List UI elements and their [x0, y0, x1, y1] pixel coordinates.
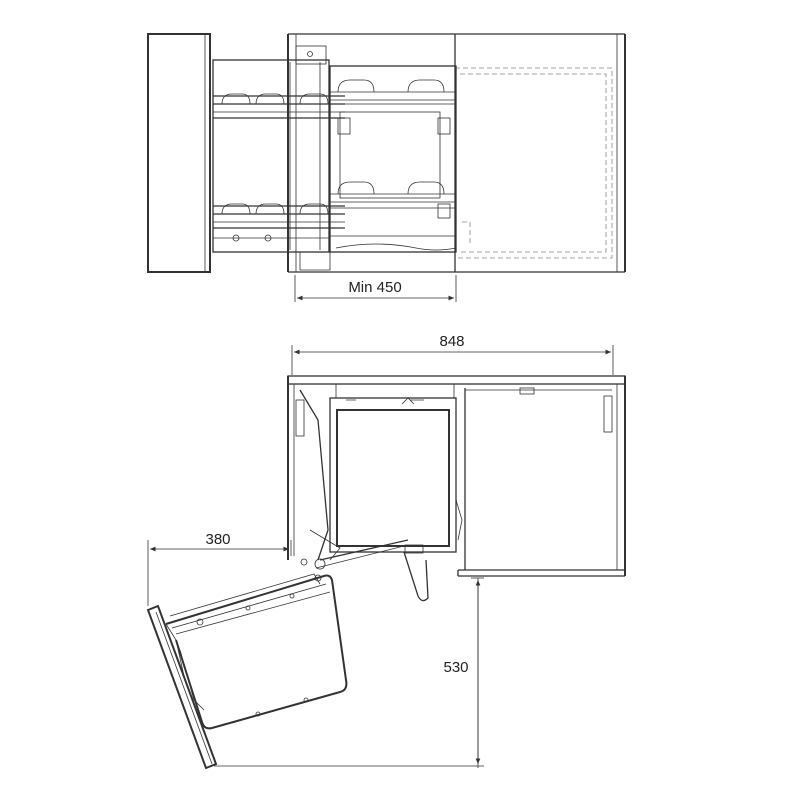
- swing-reach-dimension: 380: [147, 531, 292, 606]
- front-elevation-view: Min 450: [147, 33, 626, 302]
- width-label: 848: [439, 333, 464, 350]
- upper-basket-left: [213, 93, 345, 119]
- plan-view: 848: [146, 333, 626, 770]
- cabinet-body: [287, 33, 626, 273]
- lower-basket-left: [213, 203, 345, 242]
- opening-depth-dimension: 530: [214, 577, 484, 768]
- swung-basket: [165, 573, 348, 730]
- opening-depth-label: 530: [443, 659, 468, 676]
- swing-linkage: [299, 389, 409, 582]
- min-depth-label: Min 450: [348, 279, 401, 296]
- swing-reach-label: 380: [205, 531, 230, 548]
- width-dimension: 848: [291, 333, 614, 375]
- min-depth-dimension: Min 450: [294, 275, 457, 302]
- cabinet-plan: [287, 375, 626, 577]
- door-panel: [147, 33, 211, 273]
- swing-frame: [212, 45, 330, 253]
- hidden-basket-outline: [455, 67, 613, 259]
- inner-basket: [299, 65, 457, 271]
- open-door-panel: [146, 604, 218, 770]
- basket-plan: [329, 383, 463, 602]
